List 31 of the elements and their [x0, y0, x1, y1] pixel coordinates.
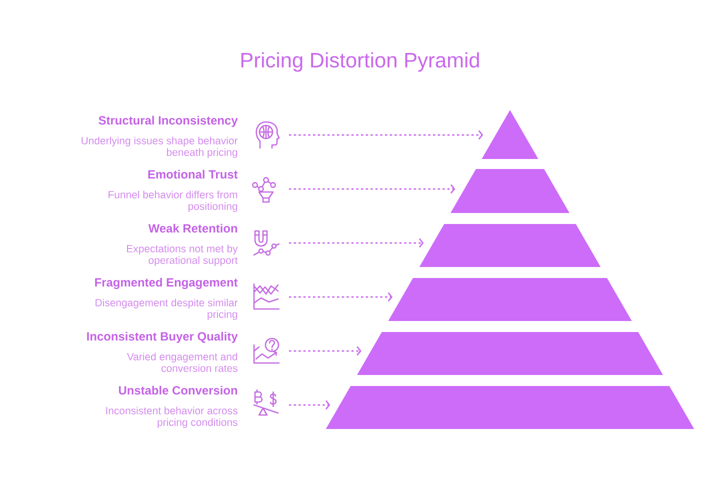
item-description: Varied engagement and conversion rates: [126, 352, 238, 372]
pyramid-level: [326, 386, 694, 429]
line-chart-icon: [253, 283, 280, 310]
item-title: Structural Inconsistency: [98, 116, 238, 127]
item-description: Underlying issues shape behavior beneath pricing: [82, 136, 238, 158]
pyramid-level: [388, 278, 632, 321]
arrow: [289, 238, 424, 248]
item-title: Unstable Conversion: [118, 386, 238, 395]
pyramid-level: [419, 224, 601, 267]
item-title: Fragmented Engagement: [95, 278, 238, 290]
chart-icon: [253, 338, 280, 364]
arrow: [289, 292, 393, 302]
item-description: Inconsistent behavior across pricing conditions: [106, 406, 238, 428]
pyramid-level: [450, 169, 570, 213]
funnel-icon: [252, 177, 276, 203]
arrow: [289, 346, 362, 356]
item-title: Weak Retention: [148, 224, 238, 233]
arrow: [289, 400, 330, 410]
title: Pricing Distortion Pyramid: [241, 52, 479, 72]
item-title: Inconsistent Buyer Quality: [87, 332, 238, 343]
item-description: Expectations not met by operational support: [127, 244, 238, 266]
item-description: Funnel behavior differs from positioning: [108, 190, 238, 212]
head-icon: [256, 121, 280, 149]
pyramid-level: [482, 110, 538, 159]
item-title: Emotional Trust: [148, 170, 238, 179]
seesaw-icon: [253, 389, 279, 416]
arrow: [289, 184, 456, 194]
pyramid-level: [357, 332, 663, 375]
arrow: [289, 130, 484, 140]
magnet-icon: [253, 230, 280, 256]
item-description: Disengagement despite similar pricing: [96, 298, 238, 320]
